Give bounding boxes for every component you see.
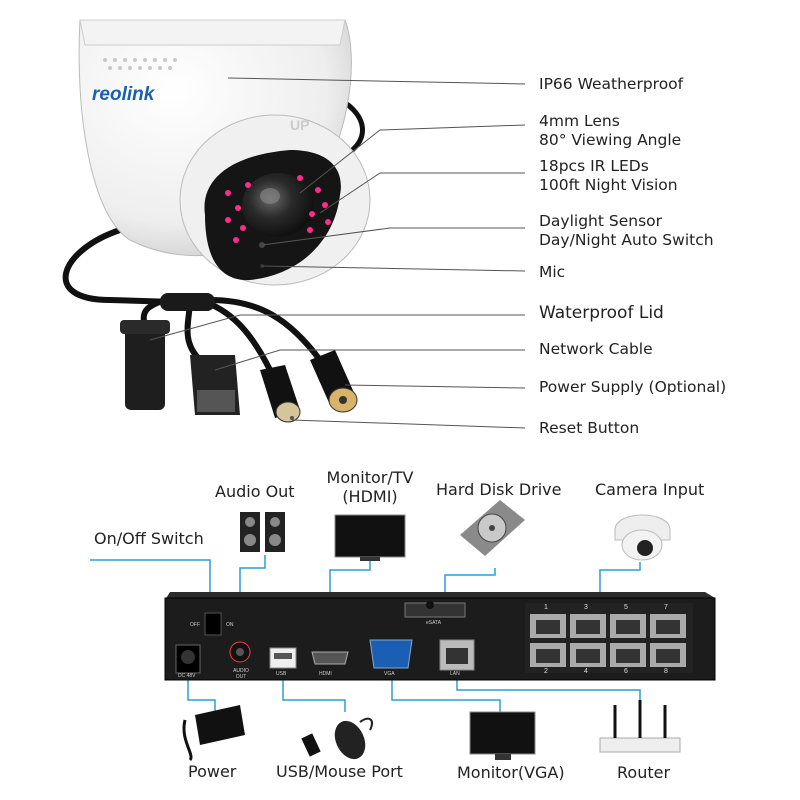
panel-audio: AUDIO OUT <box>233 668 249 680</box>
feature-label: Waterproof Lid <box>539 303 664 323</box>
cable <box>209 297 323 362</box>
feature-label: IP66 Weatherproof <box>539 75 684 93</box>
label-camera-input: Camera Input <box>595 480 705 499</box>
label-router: Router <box>617 763 671 782</box>
hdmi-port <box>311 651 349 665</box>
reset-button-dot <box>290 416 294 420</box>
panel-off: OFF <box>190 622 200 628</box>
camera-lens <box>242 173 314 237</box>
brand-logo: reolink <box>92 84 156 105</box>
feature-label: Day/Night Auto Switch <box>539 231 714 249</box>
feature-label: Mic <box>539 263 566 281</box>
monitor-vga-icon <box>469 711 536 760</box>
feature-label: Daylight Sensor <box>539 212 663 230</box>
feature-network: Network Cable <box>539 340 653 359</box>
feature-mic: Mic <box>539 263 565 282</box>
waterproof-lid <box>125 320 165 410</box>
feature-label: 18pcs IR LEDs <box>539 157 649 175</box>
label-audio-out: Audio Out <box>215 482 295 501</box>
label-power: Power <box>188 762 237 781</box>
feature-ir: 18pcs IR LEDs 100ft Night Vision <box>539 157 678 195</box>
label-on-off: On/Off Switch <box>94 529 204 548</box>
panel-hdmi: HDMI <box>319 671 332 677</box>
panel-esata: eSATA <box>426 620 442 626</box>
vga-port <box>369 639 413 669</box>
dc-connector <box>310 350 358 413</box>
label-usb-mouse: USB/Mouse Port <box>276 762 403 781</box>
label-monitor-tv-line1: Monitor/TV <box>326 468 414 487</box>
panel-usb: USB <box>276 671 287 677</box>
power-switch <box>204 612 222 636</box>
cable <box>62 227 176 305</box>
usb-mouse-icon <box>301 717 373 760</box>
label-monitor-tv: Monitor/TV (HDMI) <box>318 468 422 506</box>
feature-reset: Reset Button <box>539 419 639 438</box>
ir-led <box>225 190 231 196</box>
feature-label: 4mm Lens <box>539 112 620 130</box>
feature-label: Power Supply (Optional) <box>539 378 727 396</box>
feature-label: Network Cable <box>539 340 653 358</box>
nvr-diagram <box>90 500 716 762</box>
esata-port <box>404 602 466 618</box>
feature-power: Power Supply (Optional) <box>539 378 726 397</box>
hard-disk-icon <box>460 500 525 556</box>
panel-on: ON <box>226 622 234 628</box>
router-icon <box>599 700 681 753</box>
dome-camera-icon <box>614 514 671 561</box>
feature-daylight: Daylight Sensor Day/Night Auto Switch <box>539 212 714 250</box>
label-hard-disk: Hard Disk Drive <box>436 480 562 499</box>
camera-illustration: reolink UP <box>62 19 526 429</box>
panel-vga: VGA <box>384 671 395 677</box>
monitor-hdmi-icon <box>334 514 406 561</box>
feature-lid: Waterproof Lid <box>539 304 664 323</box>
panel-dc: DC 48V <box>178 673 196 679</box>
cable-splitter <box>160 293 215 311</box>
poe-ports <box>525 603 693 673</box>
panel-lan: LAN <box>450 671 460 677</box>
speaker-icon <box>240 512 285 552</box>
feature-label: 100ft Night Vision <box>539 176 678 194</box>
feature-lens: 4mm Lens 80° Viewing Angle <box>539 112 681 150</box>
feature-label: Reset Button <box>539 419 640 437</box>
svg-text:UP: UP <box>290 117 309 133</box>
power-connector <box>260 365 301 423</box>
label-monitor-tv-line2: (HDMI) <box>342 487 398 506</box>
power-adapter-icon <box>182 705 245 762</box>
label-monitor-vga: Monitor(VGA) <box>457 763 565 782</box>
feature-label: 80° Viewing Angle <box>539 131 682 149</box>
feature-ip66: IP66 Weatherproof <box>539 75 683 94</box>
camera-base-ring <box>79 19 346 46</box>
